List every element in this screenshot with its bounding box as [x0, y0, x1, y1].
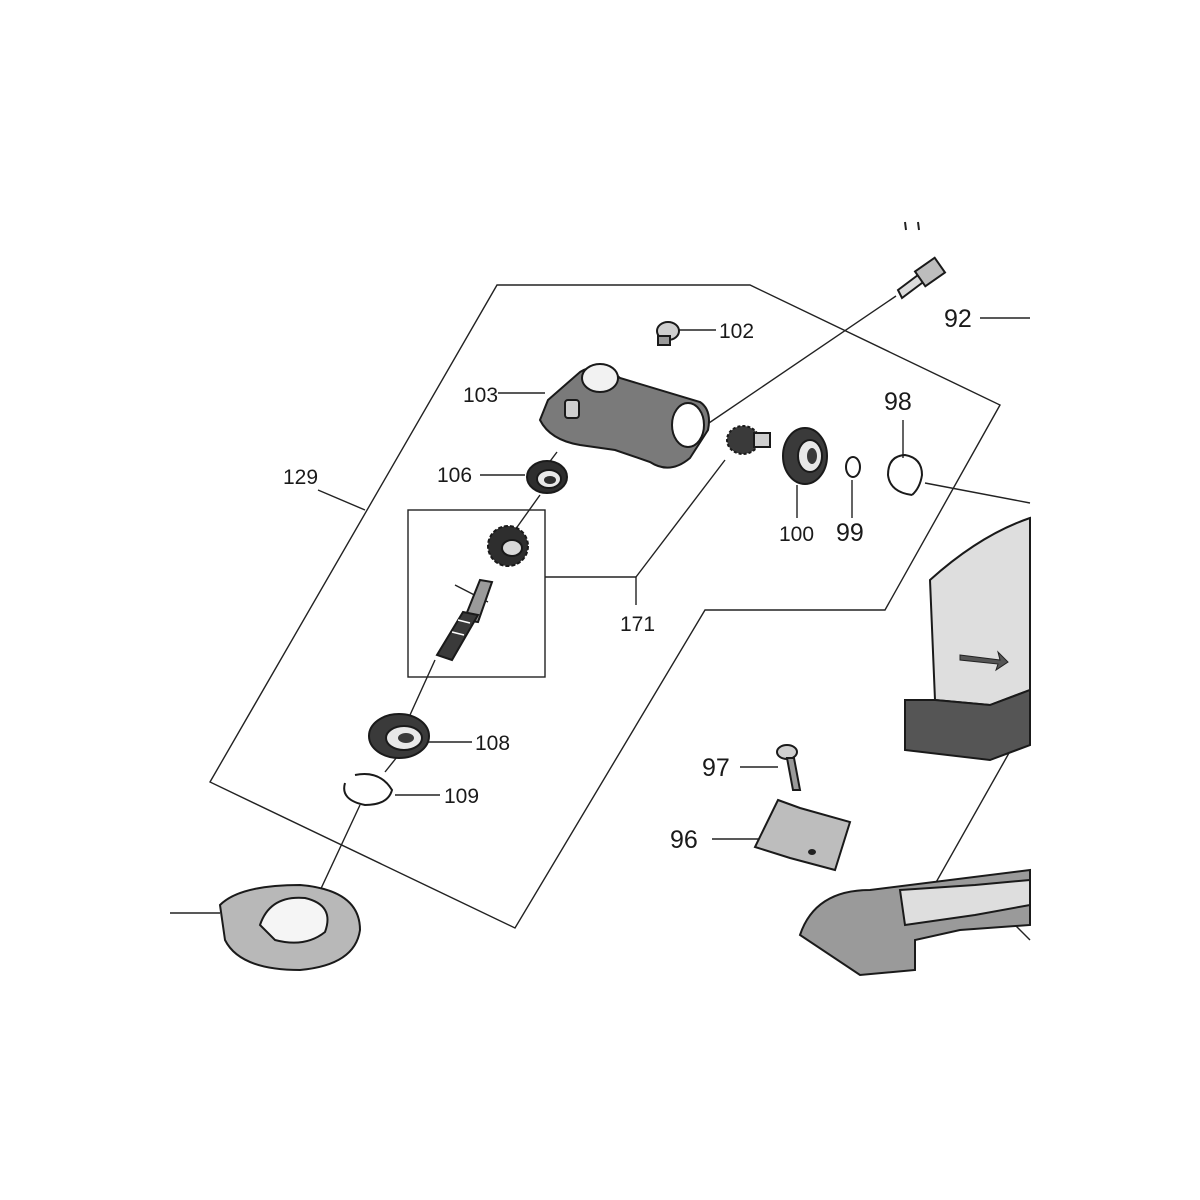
label-96: 96 — [670, 826, 698, 854]
label-106: 106 — [437, 464, 472, 487]
label-109: 109 — [444, 785, 479, 808]
gear-shaft-part-171b — [435, 578, 494, 662]
plug-part-102 — [656, 321, 680, 346]
washer-part-99 — [845, 456, 861, 478]
retaining-ring-part-109 — [343, 773, 394, 807]
label-129: 129 — [283, 466, 318, 489]
clip-plate-part-96 — [753, 798, 852, 872]
bearing-part-108 — [368, 713, 430, 759]
label-171: 171 — [620, 613, 655, 636]
bearing-part-100 — [782, 427, 828, 485]
gear-housing-part-103 — [538, 363, 710, 469]
label-92: 92 — [944, 305, 972, 333]
guard-part — [904, 516, 1031, 762]
bevel-gear-part-171a — [487, 525, 529, 567]
circlip-part-98 — [886, 453, 924, 496]
label-97: 97 — [702, 754, 730, 782]
flange-part — [218, 883, 362, 972]
label-108: 108 — [475, 732, 510, 755]
part-labels: 129 103 102 106 171 108 109 92 98 100 99… — [283, 305, 972, 854]
label-99: 99 — [836, 519, 864, 547]
label-103: 103 — [463, 384, 498, 407]
screw-part — [896, 221, 947, 300]
label-100: 100 — [779, 523, 814, 546]
screw-part-97 — [776, 744, 802, 791]
subassembly-box-171 — [407, 509, 546, 678]
bearing-part-106 — [526, 460, 568, 494]
label-98: 98 — [884, 388, 912, 416]
lower-housing-part — [798, 868, 1031, 977]
pinion-gear-part-171c — [726, 425, 771, 455]
label-102: 102 — [719, 320, 754, 343]
assembly-outline-129 — [209, 284, 1001, 929]
